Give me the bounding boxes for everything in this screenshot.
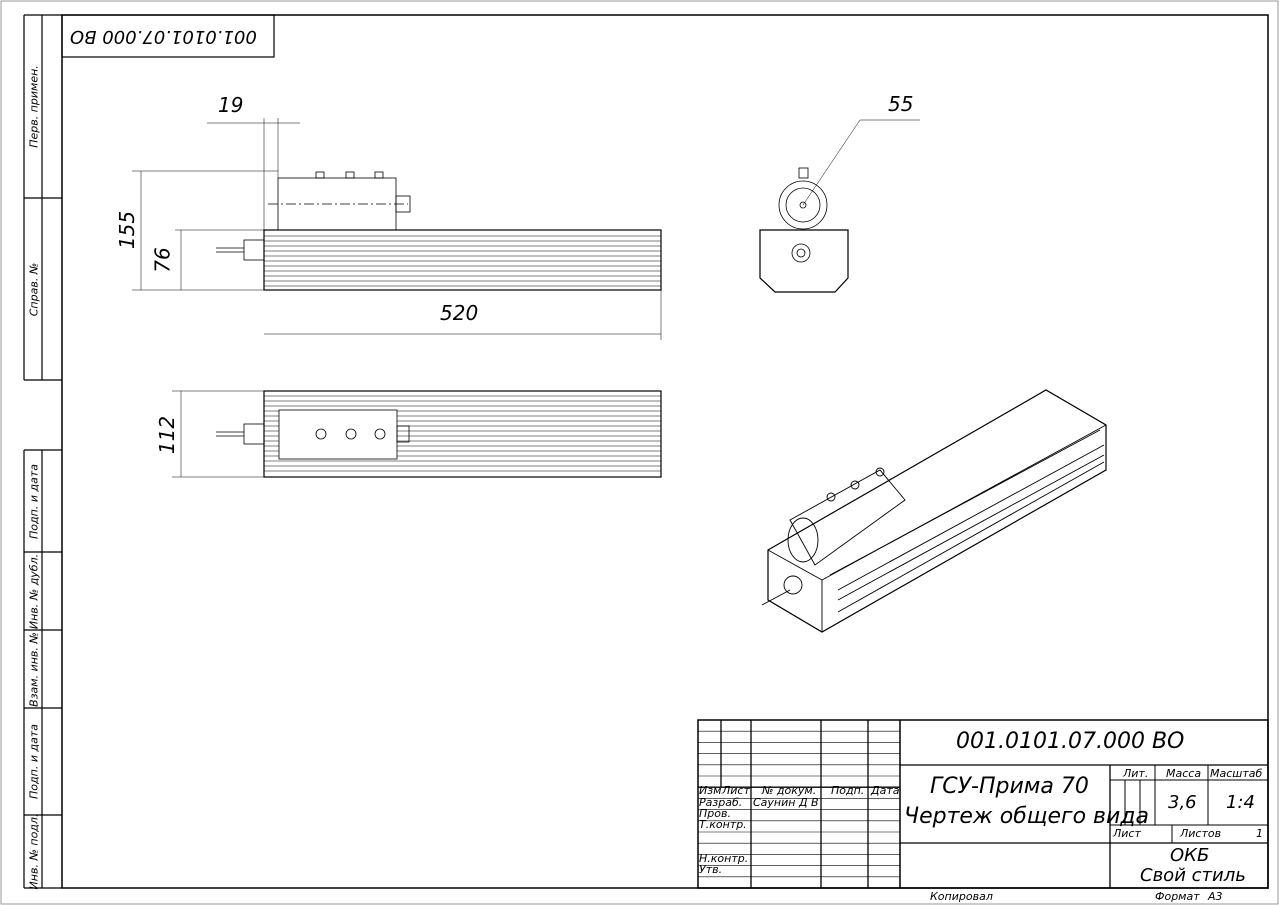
tb-developer-name: Саунин Д В xyxy=(753,796,819,809)
side-view xyxy=(759,119,920,293)
top-view xyxy=(172,390,662,478)
tb-format-label: Формат xyxy=(1155,890,1200,903)
tb-role-tcontrol: Т.контр. xyxy=(699,818,747,831)
tb-sheets-label: Листов xyxy=(1180,827,1222,840)
tb-lit-label: Лит. xyxy=(1123,767,1149,780)
left-stamp-strip xyxy=(23,14,62,889)
tb-sheets: 1 xyxy=(1256,827,1263,840)
title-block-lines xyxy=(697,719,1269,889)
tb-role-approved: Утв. xyxy=(699,863,723,876)
tb-copied: Копировал xyxy=(930,890,993,903)
tb-scale: 1:4 xyxy=(1226,792,1255,813)
tb-doc-type: Чертеж общего вида xyxy=(904,804,1149,829)
dim-55: 55 xyxy=(888,92,914,116)
dim-155: 155 xyxy=(115,210,140,250)
rotated-drawing-code: 001.0101.07.000 ВО xyxy=(70,26,257,47)
tb-role-ncontrol: Н.контр. xyxy=(699,852,749,865)
tb-org1: ОКБ xyxy=(1170,845,1210,866)
tb-izm: Изм xyxy=(699,784,722,797)
front-view xyxy=(132,118,662,340)
main-frame xyxy=(61,14,1269,889)
stamp-perv-primen: Перв. примен. xyxy=(27,65,41,148)
tb-drawing-code: 001.0101.07.000 ВО xyxy=(956,729,1185,754)
tb-doc: № докум. xyxy=(762,784,817,797)
tb-mass: 3,6 xyxy=(1168,792,1197,813)
stamp-podp-data-2: Подп. и дата xyxy=(27,724,41,799)
tb-role-checker: Пров. xyxy=(699,807,731,820)
dim-520: 520 xyxy=(440,301,479,325)
tb-role-developer: Разраб. xyxy=(699,796,743,809)
tb-format: А3 xyxy=(1208,890,1223,903)
tb-date: Дата xyxy=(871,784,900,797)
tb-product-name: ГСУ-Прима 70 xyxy=(930,774,1089,799)
isometric-view xyxy=(761,389,1107,633)
stamp-vzam-inv: Взам. инв. № xyxy=(27,632,41,707)
stamp-sprav-no: Справ. № xyxy=(27,262,41,317)
tb-scale-label: Масштаб xyxy=(1210,767,1263,780)
rotated-code-box xyxy=(61,14,275,58)
dim-112: 112 xyxy=(155,415,180,455)
tb-list: Лист xyxy=(722,784,750,797)
tb-sign: Подп. xyxy=(831,784,865,797)
tb-mass-label: Масса xyxy=(1166,767,1202,780)
stamp-podp-data-1: Подп. и дата xyxy=(27,464,41,539)
tb-org2: Свой стиль xyxy=(1140,865,1246,886)
dim-76: 76 xyxy=(150,247,175,273)
dim-19: 19 xyxy=(218,93,244,117)
tb-sheet-label: Лист xyxy=(1113,827,1141,840)
stamp-inv-podl: Инв. № подл. xyxy=(27,813,41,890)
